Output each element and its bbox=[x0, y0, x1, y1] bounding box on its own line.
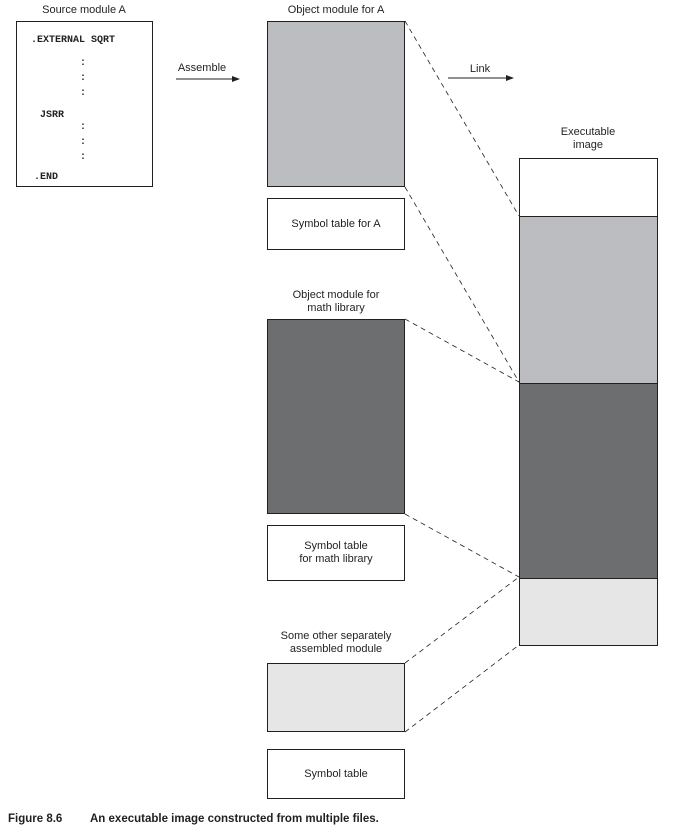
figure-caption-label: Figure 8.6 bbox=[8, 813, 63, 825]
source-line-external: .EXTERNAL SQRT bbox=[31, 35, 116, 46]
executable-image-title: Executable image bbox=[560, 126, 616, 151]
symbol-table-math-box: Symbol table for math library bbox=[267, 525, 405, 581]
executable-segment-other-module bbox=[520, 579, 657, 645]
math-library-title: Object module for math library bbox=[292, 289, 380, 314]
other-module-box bbox=[267, 663, 405, 732]
dashed-connector bbox=[404, 644, 520, 733]
source-line-jsrr: JSRR bbox=[40, 110, 65, 121]
dashed-connector bbox=[404, 513, 520, 578]
source-dots: : bbox=[80, 122, 87, 133]
dashed-connector bbox=[404, 318, 520, 383]
source-dots: : bbox=[80, 58, 87, 69]
symbol-table-a-box: Symbol table for A bbox=[267, 198, 405, 250]
source-line-end: .END bbox=[34, 172, 59, 183]
source-dots: : bbox=[80, 88, 87, 99]
source-dots: : bbox=[80, 152, 87, 163]
figure-caption-text: An executable image constructed from mul… bbox=[90, 813, 379, 825]
object-module-a-title: Object module for A bbox=[287, 4, 385, 16]
source-module-box: .EXTERNAL SQRT : : : JSRR : : : .END bbox=[16, 21, 153, 187]
source-dots: : bbox=[80, 137, 87, 148]
dashed-connector bbox=[404, 20, 520, 217]
dashed-connector bbox=[404, 186, 520, 383]
dashed-connector bbox=[404, 576, 520, 664]
link-label: Link bbox=[469, 63, 491, 75]
executable-segment-header bbox=[520, 159, 657, 217]
executable-segment-module-a bbox=[520, 217, 657, 384]
source-dots: : bbox=[80, 73, 87, 84]
symbol-table-other-box: Symbol table bbox=[267, 749, 405, 799]
executable-segment-math-library bbox=[520, 384, 657, 579]
source-module-title: Source module A bbox=[42, 4, 126, 16]
math-library-box bbox=[267, 319, 405, 514]
assemble-label: Assemble bbox=[177, 62, 227, 74]
other-module-title: Some other separately assembled module bbox=[280, 630, 392, 655]
object-module-a-box bbox=[267, 21, 405, 187]
executable-image-box bbox=[519, 158, 658, 646]
